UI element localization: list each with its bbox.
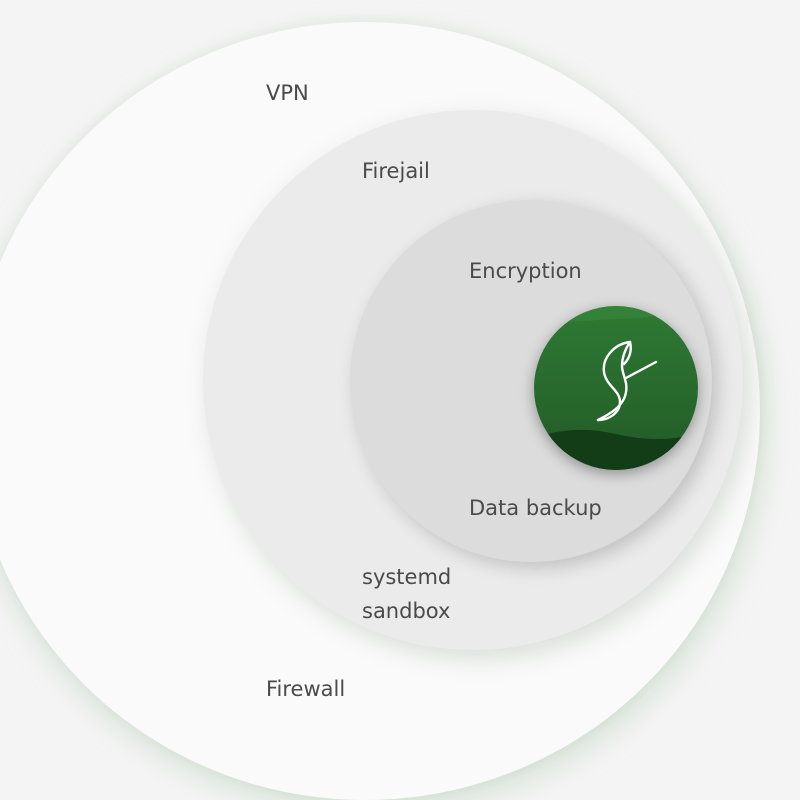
label-systemd-line1: systemd — [362, 565, 452, 589]
label-data-backup: Data backup — [469, 496, 602, 520]
label-systemd-line2: sandbox — [362, 599, 451, 623]
label-firewall: Firewall — [266, 677, 346, 701]
core-logo-circle — [534, 306, 698, 470]
swan-logo-icon — [534, 306, 698, 470]
label-systemd-sandbox: systemd sandbox — [362, 560, 502, 628]
label-firejail: Firejail — [362, 159, 430, 183]
label-vpn: VPN — [266, 81, 309, 105]
label-encryption: Encryption — [469, 259, 582, 283]
